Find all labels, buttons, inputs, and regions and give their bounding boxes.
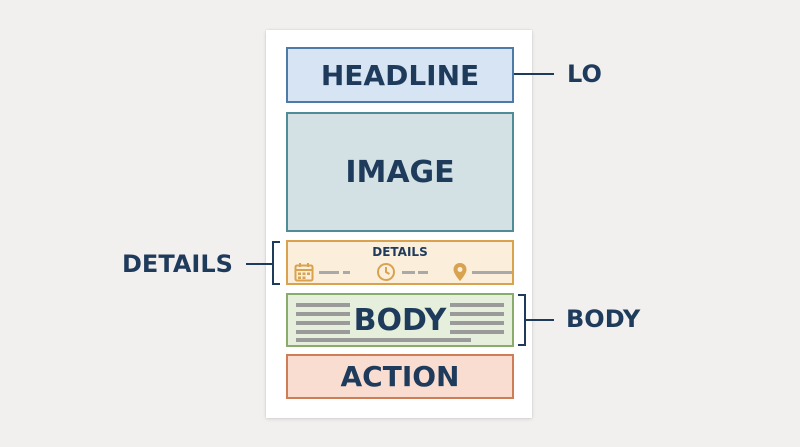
headline-block: HEADLINE: [286, 47, 514, 103]
body-bracket: [518, 294, 526, 346]
right-body-label: BODY: [566, 305, 641, 333]
layout-card: HEADLINE IMAGE DETAILS: [266, 30, 532, 418]
text-line-placeholder: [296, 338, 471, 342]
headline-text: HEADLINE: [320, 58, 480, 92]
action-text: ACTION: [340, 360, 460, 393]
details-connector: [246, 263, 272, 265]
location-pin-icon: [453, 263, 467, 281]
right-top-label: LO: [567, 60, 602, 88]
text-line-placeholder: [448, 303, 504, 307]
details-block: DETAILS: [286, 240, 514, 285]
clock-icon: [377, 263, 395, 281]
details-row: [294, 262, 512, 282]
action-block: ACTION: [286, 354, 514, 399]
details-title: DETAILS: [372, 245, 428, 259]
detail-placeholder: [418, 271, 428, 274]
details-bracket: [272, 241, 280, 285]
detail-placeholder: [343, 271, 350, 274]
body-text: BODY: [349, 302, 451, 338]
image-block: IMAGE: [286, 112, 514, 232]
text-line-placeholder: [448, 321, 504, 325]
detail-placeholder: [319, 271, 339, 274]
left-details-label: DETAILS: [122, 250, 233, 278]
calendar-icon: [294, 263, 314, 282]
text-line-placeholder: [296, 330, 356, 334]
text-line-placeholder: [296, 303, 356, 307]
text-line-placeholder: [296, 321, 356, 325]
image-text: IMAGE: [345, 154, 455, 190]
text-line-placeholder: [448, 330, 504, 334]
body-block: BODY: [286, 293, 514, 347]
text-line-placeholder: [448, 312, 504, 316]
detail-placeholder: [402, 271, 415, 274]
detail-placeholder: [472, 271, 512, 274]
headline-connector: [514, 73, 554, 75]
body-connector: [526, 319, 554, 321]
text-line-placeholder: [296, 312, 356, 316]
